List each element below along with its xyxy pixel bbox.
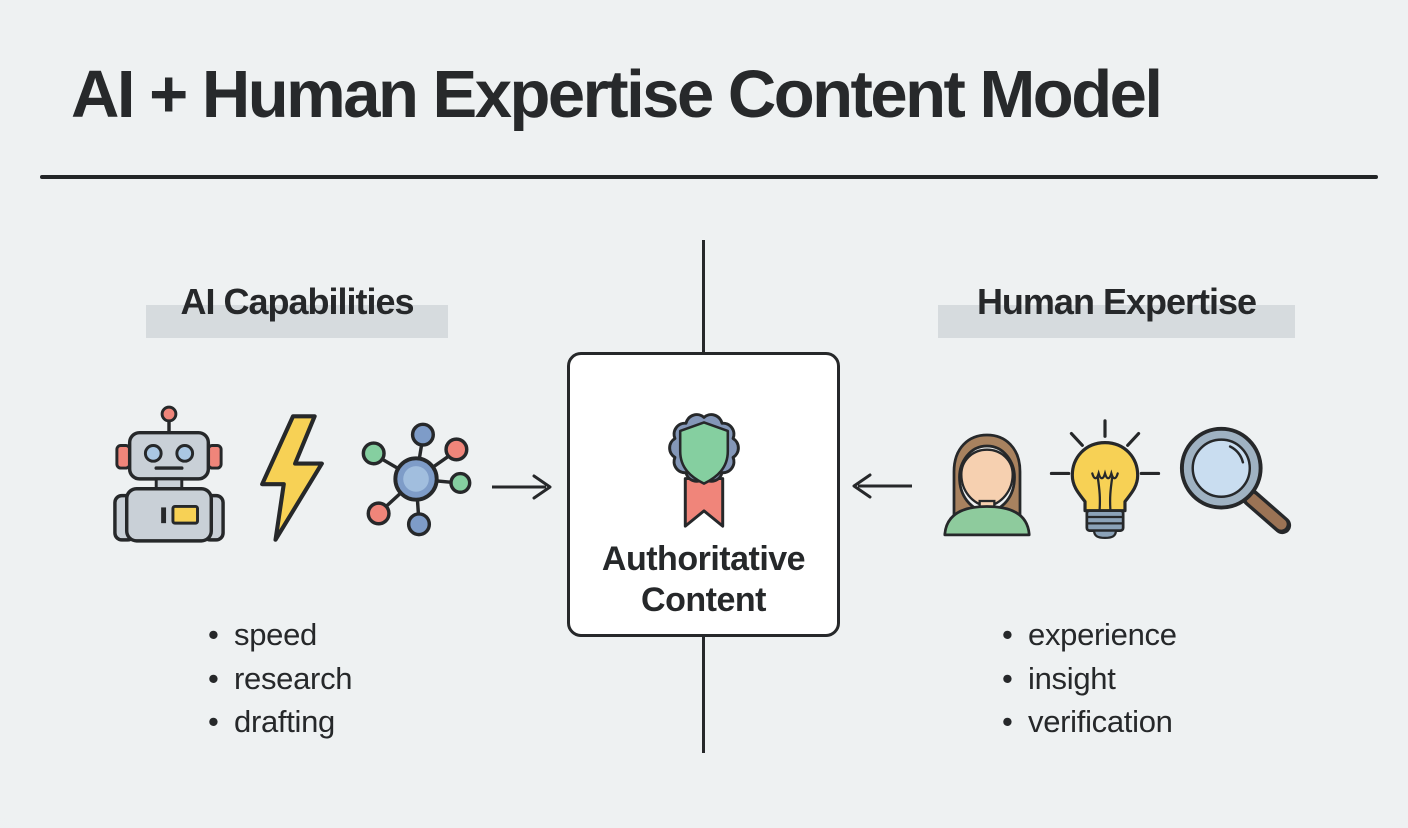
list-item: experience xyxy=(1002,613,1177,657)
lightning-bolt-icon xyxy=(260,414,324,542)
ai-capabilities-heading: AI Capabilities xyxy=(146,281,448,341)
heading-highlight-bar xyxy=(938,305,1295,338)
center-connector-line-top xyxy=(702,240,705,353)
ai-capabilities-heading-label: AI Capabilities xyxy=(180,281,414,322)
heading-highlight-bar xyxy=(146,305,448,338)
center-connector-line-bottom xyxy=(702,636,705,753)
list-item: drafting xyxy=(208,700,352,744)
list-item: verification xyxy=(1002,700,1177,744)
list-item: insight xyxy=(1002,657,1177,701)
human-expertise-heading-label: Human Expertise xyxy=(976,281,1257,322)
page-title: AI + Human Expertise Content Model xyxy=(71,57,1163,132)
list-item: research xyxy=(208,657,353,701)
human-expertise-heading: Human Expertise xyxy=(938,281,1295,341)
human-expertise-list: experience insight verification xyxy=(1002,613,1177,744)
authoritative-content-label: Authoritative Content xyxy=(601,540,806,620)
title-divider xyxy=(40,175,1378,179)
robot-icon xyxy=(113,405,225,543)
right-arrow-icon xyxy=(492,474,552,500)
authoritative-content-card: Authoritative Content xyxy=(567,352,840,637)
list-item: speed xyxy=(208,613,352,657)
left-arrow-icon xyxy=(852,473,912,499)
person-icon xyxy=(943,433,1031,537)
lightbulb-icon xyxy=(1049,419,1161,540)
network-nodes-icon xyxy=(361,422,472,537)
magnifying-glass-icon xyxy=(1179,426,1292,535)
ribbon-badge-shield-icon xyxy=(667,413,740,528)
ai-capabilities-list: speed research drafting xyxy=(208,613,353,744)
